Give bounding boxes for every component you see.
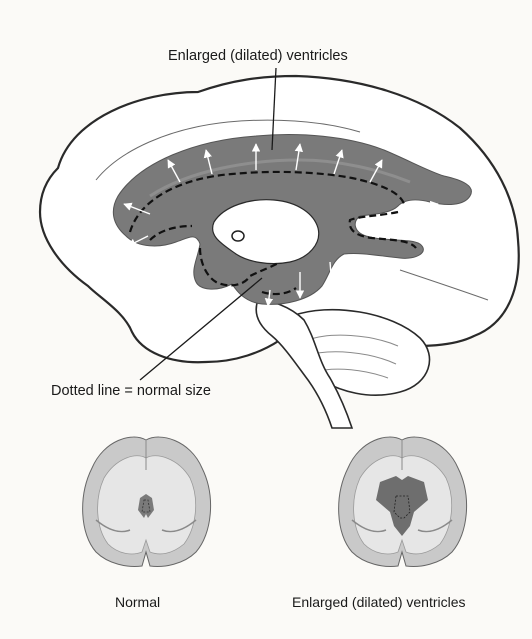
coronal-normal: [83, 437, 211, 566]
dotted-line-label: Dotted line = normal size: [51, 383, 211, 399]
coronal-enlarged: [339, 437, 467, 566]
enlarged-caption: Enlarged (dilated) ventricles: [292, 594, 466, 610]
interthalamic-adhesion: [232, 231, 244, 241]
enlarged-ventricles-label: Enlarged (dilated) ventricles: [168, 48, 348, 64]
normal-caption: Normal: [115, 594, 160, 610]
